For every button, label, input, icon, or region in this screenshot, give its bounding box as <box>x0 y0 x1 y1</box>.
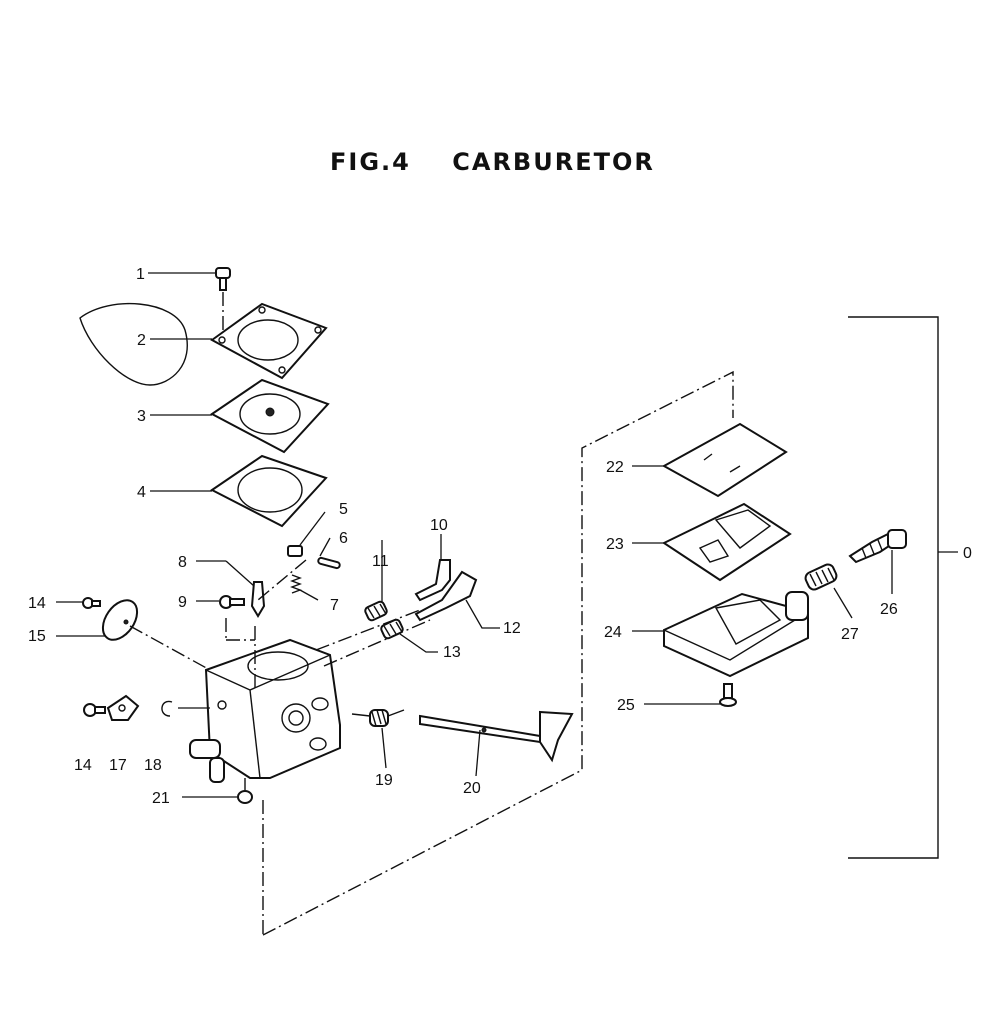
part-14-screw-upper <box>56 597 101 609</box>
label-part-2: 2 <box>137 332 146 349</box>
assembly-bracket <box>848 316 958 859</box>
label-part-13: 13 <box>443 644 461 661</box>
label-part-11: 11 <box>372 553 389 570</box>
part-20-shaft <box>419 710 574 777</box>
part-6-pin <box>317 537 341 570</box>
part-24-pump-body <box>632 591 809 678</box>
label-part-21: 21 <box>152 790 170 807</box>
part-11-spring <box>364 540 388 622</box>
label-part-26: 26 <box>880 601 898 618</box>
part-4-gasket <box>150 454 328 528</box>
part-1-screw <box>148 267 231 335</box>
label-part-25: 25 <box>617 697 635 714</box>
label-part-27: 27 <box>841 626 859 643</box>
label-part-3: 3 <box>137 408 146 425</box>
part-18-clip <box>161 700 210 717</box>
part-12-needle <box>414 570 500 629</box>
pump-assembly-outline <box>262 370 734 936</box>
label-part-12: 12 <box>503 620 521 637</box>
stray-loop-mark <box>79 302 188 386</box>
part-21-nut <box>182 778 253 804</box>
label-part-6: 6 <box>339 530 348 547</box>
part-22-gasket-plate <box>632 422 788 498</box>
part-27-spring <box>804 563 853 619</box>
label-part-18: 18 <box>144 757 162 774</box>
label-part-14-lower: 14 <box>74 757 92 774</box>
label-part-24: 24 <box>604 624 622 641</box>
label-part-19: 19 <box>375 772 393 789</box>
label-part-22: 22 <box>606 459 624 476</box>
part-13-spring <box>380 618 438 653</box>
part-14-screw-lower <box>83 703 106 717</box>
label-part-23: 23 <box>606 536 624 553</box>
part-9-screw <box>196 595 245 609</box>
part-17-plate <box>106 694 140 721</box>
label-part-1: 1 <box>136 266 145 283</box>
label-part-9: 9 <box>178 594 187 611</box>
label-part-20: 20 <box>463 780 481 797</box>
label-part-0: 0 <box>963 545 972 562</box>
label-part-7: 7 <box>330 597 339 614</box>
label-part-17: 17 <box>109 757 127 774</box>
part-10-needle <box>414 534 451 602</box>
figure-title: FIG.4 CARBURETOR <box>330 148 655 176</box>
part-26-adjusting-screw <box>848 529 907 594</box>
part-2-cover-plate <box>150 302 328 380</box>
part-23-diaphragm-plate <box>632 502 792 582</box>
label-part-8: 8 <box>178 554 187 571</box>
part-15-disc <box>56 599 211 671</box>
label-part-14-upper: 14 <box>28 595 46 612</box>
carburetor-body <box>189 559 431 783</box>
label-part-4: 4 <box>137 484 146 501</box>
part-7-spring <box>290 574 319 601</box>
part-19-spring <box>351 709 405 769</box>
label-part-15: 15 <box>28 628 46 645</box>
part-3-diaphragm <box>150 378 330 454</box>
label-part-5: 5 <box>339 501 348 518</box>
part-25-screw <box>644 683 737 707</box>
part-8-needle <box>196 560 266 618</box>
part-5-lever <box>287 511 326 557</box>
label-part-10: 10 <box>430 517 448 534</box>
